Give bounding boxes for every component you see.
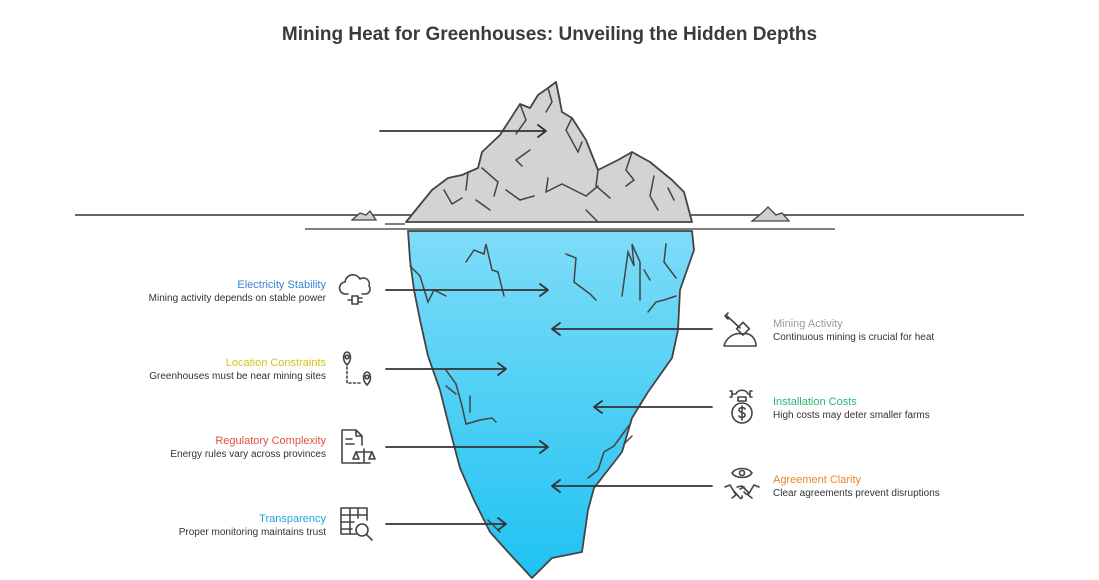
iceberg-tip	[405, 81, 693, 223]
item-desc: Proper monitoring maintains trust	[178, 527, 326, 538]
item-title: Installation Costs	[773, 396, 857, 408]
page-title: Mining Heat for Greenhouses: Unveiling t…	[281, 24, 818, 45]
item-title: Transparency	[259, 513, 326, 525]
cloud-plug-icon	[338, 274, 371, 305]
arrow-location	[385, 362, 507, 376]
money-bag-icon	[729, 389, 753, 424]
eye-handshake-icon	[724, 467, 760, 500]
arrow-mining	[551, 322, 713, 336]
left-item-electricity: Electricity Stability Mining activity de…	[86, 278, 326, 305]
arrow-surface	[379, 124, 547, 138]
arrow-electricity	[385, 283, 549, 297]
item-desc: Greenhouses must be near mining sites	[149, 371, 326, 382]
arrow-installation	[593, 400, 713, 414]
item-title: Mining Activity	[773, 318, 843, 330]
iceberg-underwater	[407, 230, 695, 579]
shovel-mound-icon	[723, 312, 757, 347]
right-item-installation: Installation Costs High costs may deter …	[773, 395, 1013, 422]
small-ice-left	[350, 209, 378, 221]
item-desc: Mining activity depends on stable power	[148, 293, 326, 304]
document-scale-icon	[341, 429, 376, 464]
right-item-mining: Mining Activity Continuous mining is cru…	[773, 317, 1013, 344]
table-search-icon	[340, 507, 373, 541]
left-item-regulatory: Regulatory Complexity Energy rules vary …	[86, 434, 326, 461]
left-item-transparency: Transparency Proper monitoring maintains…	[86, 512, 326, 539]
item-title: Electricity Stability	[237, 279, 326, 291]
location-route-icon	[342, 351, 372, 386]
right-item-agreement: Agreement Clarity Clear agreements preve…	[773, 473, 1013, 500]
left-item-location: Location Constraints Greenhouses must be…	[86, 356, 326, 383]
item-title: Location Constraints	[225, 357, 326, 369]
item-title: Agreement Clarity	[773, 474, 862, 486]
item-desc: High costs may deter smaller farms	[773, 410, 930, 421]
item-desc: Energy rules vary across provinces	[170, 449, 326, 460]
item-desc: Continuous mining is crucial for heat	[773, 332, 935, 343]
item-desc: Clear agreements prevent disruptions	[773, 488, 940, 499]
arrow-agreement	[551, 479, 713, 493]
arrow-transparency	[385, 517, 507, 531]
small-ice-right	[750, 206, 791, 222]
arrow-regulatory	[385, 440, 549, 454]
item-title: Regulatory Complexity	[215, 435, 326, 447]
